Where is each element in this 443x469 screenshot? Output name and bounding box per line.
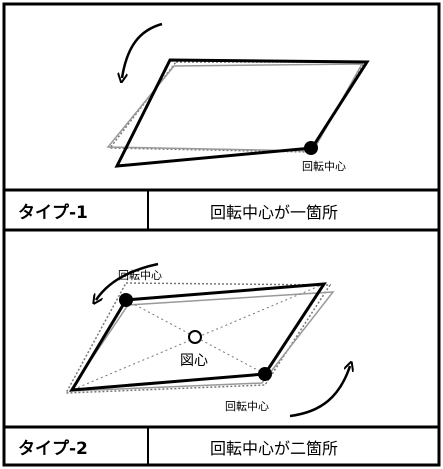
rotation-center-label-bottom: 回転中心 [225,400,269,413]
rotation-center-dot [304,141,318,155]
rotation-center-dot-bottom [258,367,272,381]
type-2-caption: 回転中心が二箇所 [210,439,338,458]
panel-type-2: 図心 回転中心 回転中心 [64,262,350,418]
caption-bar-type-2: タイプ-2 回転中心が二箇所 [2,425,441,467]
rotation-center-label: 回転中心 [302,160,346,173]
type-1-tag: タイプ-1 [18,202,88,223]
rotation-arrow-bottom [289,366,350,418]
rotation-arrow [122,22,163,78]
shadow-outline [68,291,335,392]
caption-bar-type-1: タイプ-1 回転中心が一箇所 [2,188,441,232]
rotation-center-dot-top [119,293,133,307]
diagonal-1 [125,299,266,375]
type-1-caption: 回転中心が一箇所 [210,203,338,222]
type-2-tag: タイプ-2 [18,438,88,459]
centroid-marker [188,330,202,344]
panel-type-1: 回転中心 [106,22,370,173]
original-position-outline [64,282,332,394]
rotation-arrow-top [96,262,159,300]
original-position-outline [108,61,367,153]
centroid-label: 図心 [180,353,208,369]
